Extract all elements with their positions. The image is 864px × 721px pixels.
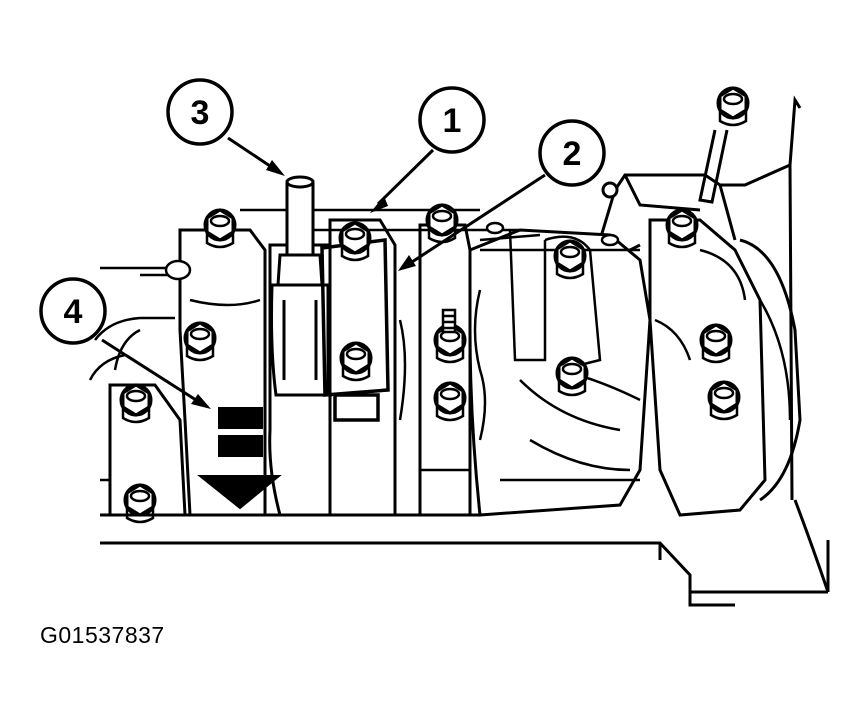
callout-2: 2 xyxy=(538,119,606,187)
figure-id-label: G01537837 xyxy=(40,622,165,648)
leader-lines xyxy=(101,136,546,402)
direction-arrow-icon xyxy=(197,407,282,510)
callout-4: 4 xyxy=(39,277,107,345)
callout-4-number: 4 xyxy=(64,293,83,331)
callout-1-number: 1 xyxy=(443,102,462,140)
callout-3: 3 xyxy=(166,78,234,146)
callout-2-number: 2 xyxy=(563,135,582,173)
leader-arrowheads xyxy=(191,160,416,409)
callout-1: 1 xyxy=(418,86,486,154)
stud xyxy=(441,308,457,334)
lever-bracket xyxy=(698,86,750,204)
callout-3-number: 3 xyxy=(191,94,210,132)
